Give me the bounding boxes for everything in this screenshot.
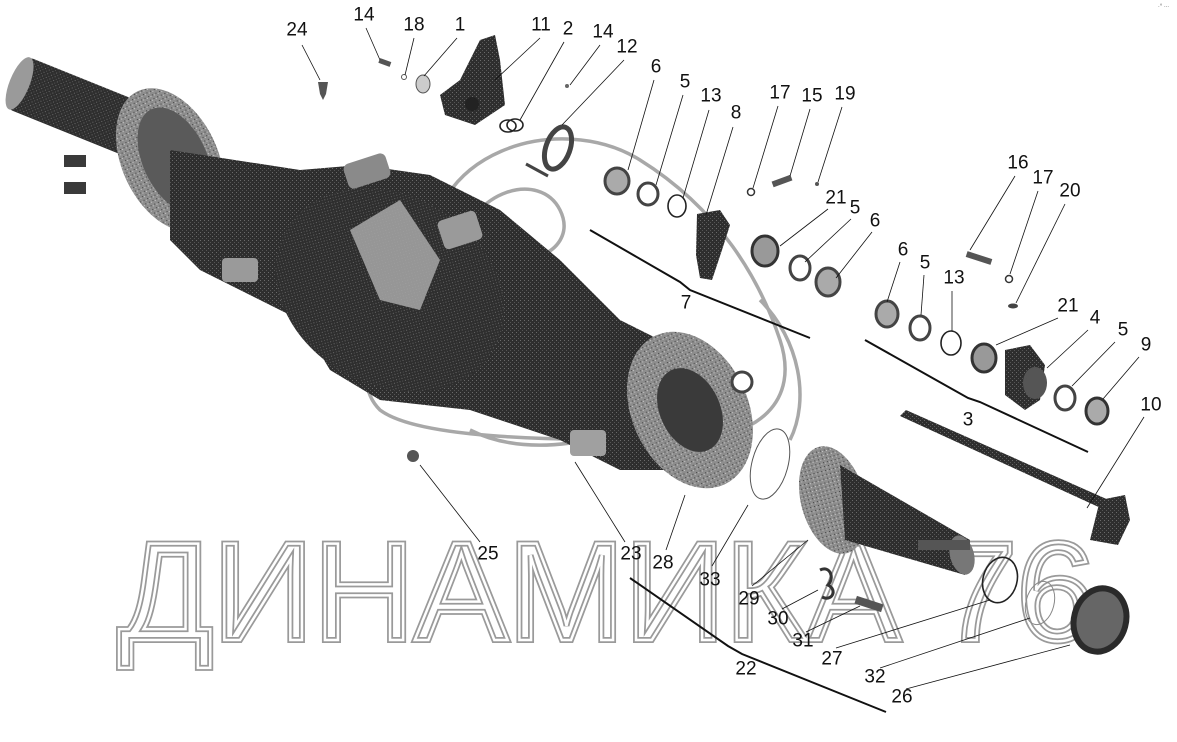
callout-1: 1 xyxy=(454,14,466,36)
callout-31: 31 xyxy=(792,630,814,652)
callout-3: 3 xyxy=(962,409,974,431)
assembly-brackets xyxy=(589,229,1089,713)
callout-9: 9 xyxy=(1140,334,1152,356)
callout-33: 33 xyxy=(699,569,721,591)
callout-4: 4 xyxy=(1089,307,1101,329)
axle-housing xyxy=(5,57,740,470)
bracket-group-7 xyxy=(589,229,811,339)
callout-10: 10 xyxy=(1140,394,1162,416)
callout-5: 5 xyxy=(919,252,931,274)
callout-5: 5 xyxy=(1117,319,1129,341)
callout-23: 23 xyxy=(620,543,642,565)
callout-15: 15 xyxy=(801,85,823,107)
callout-6: 6 xyxy=(650,56,662,78)
callout-22: 22 xyxy=(735,658,757,680)
callout-29: 29 xyxy=(738,588,760,610)
callout-16: 16 xyxy=(1007,152,1029,174)
callout-18: 18 xyxy=(403,14,425,36)
callout-17: 17 xyxy=(1032,167,1054,189)
bearing-group-3 xyxy=(874,251,1110,426)
bearing-group-7 xyxy=(603,166,842,298)
callout-24: 24 xyxy=(286,19,308,41)
callout-13: 13 xyxy=(700,85,722,107)
callout-21: 21 xyxy=(1057,295,1079,317)
callout-21: 21 xyxy=(825,187,847,209)
callout-11: 11 xyxy=(531,14,551,36)
callout-32: 32 xyxy=(864,666,886,688)
callout-5: 5 xyxy=(849,197,861,219)
callout-25: 25 xyxy=(477,543,499,565)
callout-14: 14 xyxy=(592,21,614,43)
callout-20: 20 xyxy=(1059,180,1081,202)
corner-mark: ·° ∙∙∙ xyxy=(1157,4,1169,10)
breather-part xyxy=(318,82,328,100)
callout-19: 19 xyxy=(834,83,856,105)
callout-13: 13 xyxy=(943,267,965,289)
bracket-group-3 xyxy=(864,339,1089,453)
bracket-group-22 xyxy=(629,577,887,713)
callout-7: 7 xyxy=(680,292,692,314)
callout-5: 5 xyxy=(679,71,691,93)
callout-30: 30 xyxy=(767,608,789,630)
camshaft xyxy=(900,410,1130,545)
small-parts-bottom xyxy=(749,428,1130,655)
callout-12: 12 xyxy=(616,36,638,58)
callout-14: 14 xyxy=(353,4,375,26)
plug-part xyxy=(407,450,419,462)
axle-spindle xyxy=(798,446,975,575)
callout-6: 6 xyxy=(897,239,909,261)
small-parts-top xyxy=(378,35,575,178)
callout-17: 17 xyxy=(769,82,791,104)
callout-8: 8 xyxy=(730,102,742,124)
callout-28: 28 xyxy=(652,552,674,574)
callout-26: 26 xyxy=(891,686,913,708)
leader-lines xyxy=(301,27,1145,690)
right-brake-flange xyxy=(627,331,754,489)
callout-27: 27 xyxy=(821,648,843,670)
callout-6: 6 xyxy=(869,210,881,232)
callout-2: 2 xyxy=(562,18,574,40)
